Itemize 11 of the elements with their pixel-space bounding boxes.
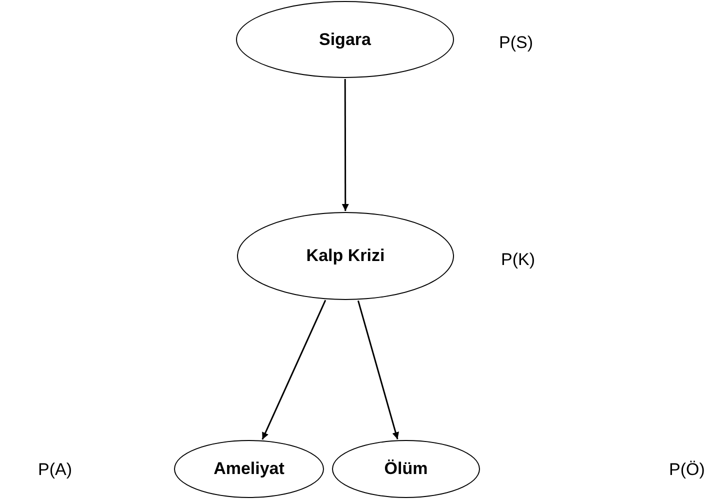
probability-label: P(S) (499, 34, 533, 51)
node-label: Ameliyat (214, 458, 284, 480)
arrow (357, 300, 399, 440)
arrow (342, 79, 349, 211)
probability-label: P(K) (501, 251, 535, 268)
probability-label: P(A) (38, 461, 72, 478)
probability-label: P(Ö) (669, 461, 705, 478)
node-label: Kalp Krizi (306, 245, 385, 268)
node-label: Sigara (319, 28, 371, 51)
arrow (262, 300, 326, 440)
node-label: Ölüm (384, 458, 428, 480)
